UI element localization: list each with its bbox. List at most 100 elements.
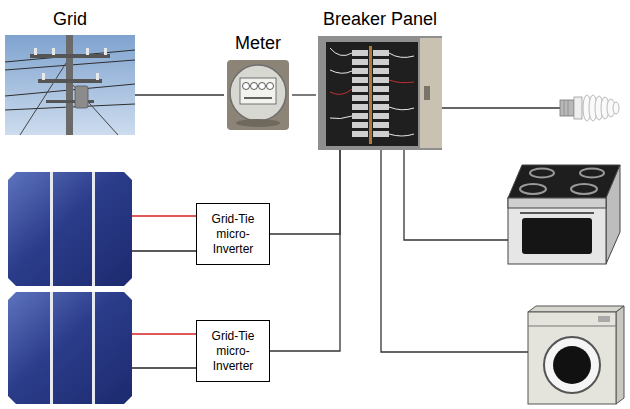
breaker-panel-photo (352, 104, 368, 110)
breaker-panel-photo (352, 86, 368, 92)
breaker-panel-photo (369, 46, 372, 144)
breaker-panel-photo (318, 36, 442, 150)
power-pole-photo (30, 54, 110, 58)
solar-cell-icon (8, 292, 132, 404)
breaker-panel-photo (352, 50, 368, 56)
breaker-panel-photo (373, 68, 389, 74)
component-heading: Breaker Panel (323, 8, 437, 30)
component-heading: Meter (235, 32, 281, 54)
breaker-panel-photo (373, 59, 389, 65)
power-wire (135, 94, 224, 95)
power-pole-photo (5, 35, 135, 135)
electric-meter-photo (230, 65, 286, 121)
stove-icon (508, 198, 606, 208)
stove-icon (571, 184, 597, 194)
electric-meter-photo (251, 83, 258, 90)
box-label: Grid-Tie micro- Inverter (201, 329, 265, 374)
load-wire (381, 150, 528, 352)
solar-cell-icon (92, 292, 95, 404)
stove-icon (522, 218, 592, 254)
breaker-panel-photo (373, 77, 389, 83)
dc-wire (132, 367, 196, 369)
electric-meter-photo (259, 83, 266, 90)
breaker-panel-photo (330, 89, 352, 94)
power-wire (270, 150, 340, 234)
breaker-panel-photo (330, 48, 414, 136)
box-label: Grid-Tie micro- Inverter (201, 212, 265, 257)
washing-machine-icon (544, 337, 600, 393)
breaker-panel-photo (373, 86, 389, 92)
stove-icon (508, 198, 606, 264)
power-pole-photo (86, 48, 89, 55)
breaker-panel-photo (352, 68, 368, 74)
power-wire (270, 150, 340, 351)
washing-machine-icon (616, 306, 624, 404)
electric-meter-photo (236, 119, 280, 127)
breaker-panel-photo (373, 95, 389, 101)
power-pole-photo (75, 86, 88, 108)
washing-machine-icon (528, 326, 616, 327)
breaker-panel-photo (389, 107, 414, 110)
dc-wire (132, 216, 196, 368)
breaker-panel-photo (330, 70, 352, 73)
breaker-panel-photo (330, 116, 352, 119)
solar-cell-icon (8, 292, 132, 404)
power-wire (292, 94, 316, 95)
electric-meter-photo (227, 60, 289, 130)
load-wire (404, 150, 508, 240)
power-pole-photo (5, 35, 135, 135)
washing-machine-icon (553, 346, 591, 384)
power-pole-photo (66, 35, 73, 135)
dc-wire (132, 250, 196, 252)
electric-meter-photo (267, 83, 274, 90)
breaker-panel-photo (330, 48, 352, 56)
micro-inverter: Grid-Tie micro- Inverter (196, 203, 270, 265)
cfl-bulb-icon (568, 100, 569, 116)
cfl-bulb-icon (560, 95, 619, 121)
power-pole-photo (20, 60, 68, 135)
breaker-panel-photo (389, 80, 414, 83)
cfl-bulb-icon (613, 102, 619, 114)
breaker-panel-photo (373, 104, 389, 110)
breaker-panel-photo (373, 122, 389, 128)
solar-cell-icon (50, 292, 53, 404)
dc-wire (132, 215, 196, 217)
breaker-panel-photo (352, 113, 368, 119)
stove-icon (606, 165, 620, 264)
breaker-panel-photo (420, 38, 442, 148)
breaker-panel-photo (352, 131, 368, 137)
stove-icon (520, 184, 546, 194)
breaker-panel-photo (352, 59, 368, 65)
breaker-panel-photo (389, 134, 414, 136)
breaker-panel: Breaker Panel (316, 8, 444, 150)
micro-inverter: Grid-Tie micro- Inverter (196, 320, 270, 382)
washing-machine-icon (528, 306, 624, 312)
stove-icon (520, 212, 594, 214)
breaker-panel-photo (352, 77, 368, 83)
washing-machine-icon (528, 306, 624, 404)
stove-icon (508, 165, 620, 198)
electric-meter-photo (240, 78, 276, 104)
breaker-panel-photo (326, 42, 418, 146)
stove-icon (508, 165, 620, 264)
breaker-panel-photo (352, 95, 368, 101)
component-heading: Grid (53, 8, 87, 30)
electric-meter-photo (243, 83, 250, 90)
dc-wire (132, 333, 196, 335)
power-pole-photo (38, 79, 102, 83)
breaker-panel-photo (352, 122, 368, 128)
electric-meter: Meter (224, 32, 292, 130)
cfl-bulb-icon (574, 97, 582, 119)
breaker-panel-photo (318, 36, 442, 150)
cfl-bulb-icon (564, 100, 565, 116)
electric-meter-photo (244, 97, 272, 99)
stove-icon (580, 169, 604, 178)
breaker-panel-photo (373, 50, 389, 56)
washing-machine-icon (528, 312, 616, 404)
grid-source: Grid (5, 8, 135, 135)
breaker-panel-photo (424, 86, 430, 100)
washing-machine-icon (598, 316, 610, 322)
